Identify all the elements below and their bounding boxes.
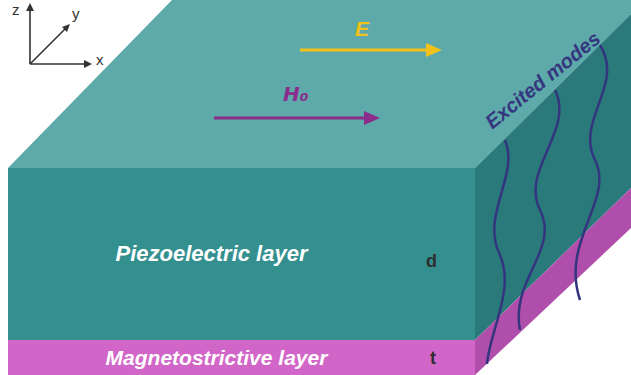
- e-field-label: E: [355, 18, 369, 39]
- piezoelectric-layer: Piezoelectric layer: [8, 168, 475, 340]
- layer-label: Piezoelectric layer: [115, 241, 307, 267]
- magnet-side-face: [475, 188, 631, 375]
- magnetostrictive-layer: Magnetostrictive layer: [8, 340, 475, 375]
- dimension-label: d: [426, 252, 437, 270]
- h-field-arrow: [214, 111, 380, 125]
- mode-curves: [487, 45, 607, 364]
- axis-label: z: [12, 2, 20, 17]
- h-field-label: H₀: [283, 84, 309, 104]
- e-field-arrow: [300, 43, 442, 57]
- layer-label: Magnetostrictive layer: [106, 346, 328, 370]
- axes: [26, 3, 92, 68]
- dimension-label: t: [430, 349, 436, 367]
- axis-label: x: [96, 52, 104, 67]
- axis-label: y: [72, 6, 80, 21]
